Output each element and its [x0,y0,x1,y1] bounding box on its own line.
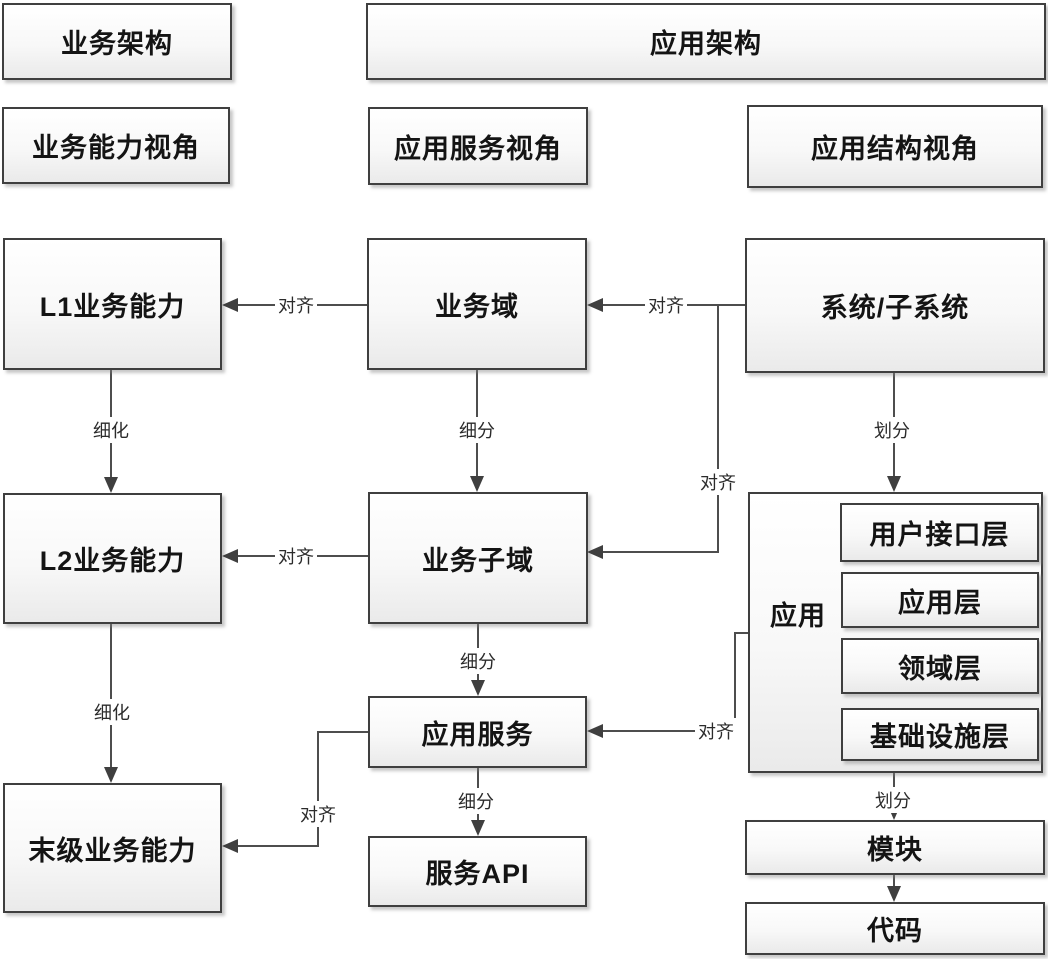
conn-service-to-api-arrowhead [471,820,485,836]
conn-domain-to-subdomain-arrowhead [470,476,484,492]
edge-label-align-subdomain-l2: 对齐 [275,543,317,569]
box-domain-layer: 领域层 [841,638,1039,694]
box-application-service-view: 应用服务视角 [368,107,588,185]
edge-label-subdivide-service-api: 细分 [455,788,497,814]
box-code: 代码 [745,902,1045,955]
box-business-domain: 业务域 [367,238,587,370]
box-business-capability-view: 业务能力视角 [2,107,230,184]
application-container-label: 应用 [770,601,826,631]
box-application-service: 应用服务 [368,696,587,768]
box-business-subdomain: 业务子域 [368,492,588,624]
conn-l2-to-leaf-arrowhead [104,767,118,783]
edge-label-align-domain-l1: 对齐 [275,292,317,318]
box-l2-business-capability: L2业务能力 [3,493,222,624]
conn-service-to-leaf-hline [238,845,318,847]
box-application-architecture-header: 应用架构 [366,3,1046,80]
edge-label-align-system-domain: 对齐 [645,292,687,318]
box-l1-business-capability: L1业务能力 [3,238,222,370]
edge-label-align-system-subdomain: 对齐 [697,469,739,495]
conn-system-to-subdomain-arrowhead [587,545,603,559]
conn-service-to-leaf-stub [318,731,368,733]
conn-service-to-leaf-arrowhead [222,839,238,853]
edge-label-refine-l2-leaf: 细化 [91,699,133,725]
edge-label-partition-system-application: 划分 [871,417,913,443]
box-user-interface-layer: 用户接口层 [840,503,1039,562]
box-module: 模块 [745,820,1045,875]
edge-label-partition-application-module: 划分 [872,787,914,813]
edge-label-subdivide-subdomain-service: 细分 [457,648,499,674]
edge-label-align-service-leaf: 对齐 [297,801,339,827]
box-infrastructure-layer: 基础设施层 [841,708,1039,761]
edge-label-subdivide-domain-subdomain: 细分 [456,417,498,443]
conn-application-to-service-arrowhead [587,724,603,738]
conn-module-to-code-arrowhead [887,886,901,902]
conn-application-to-service-stub [735,632,748,634]
conn-system-to-application-arrowhead [887,476,901,492]
conn-module-to-code-line [893,875,895,886]
conn-domain-to-l1-arrowhead [222,298,238,312]
box-leaf-business-capability: 末级业务能力 [3,783,222,913]
conn-subdomain-to-service-arrowhead [471,680,485,696]
conn-subdomain-to-l2-arrowhead [222,549,238,563]
edge-label-align-application-service: 对齐 [695,718,737,744]
conn-l1-to-l2-arrowhead [104,477,118,493]
conn-l2-to-leaf-line [110,624,112,768]
edge-label-refine-l1-l2: 细化 [90,417,132,443]
conn-application-to-service-hline [603,730,735,732]
conn-system-to-domain-arrowhead [587,298,603,312]
conn-service-to-leaf-vline [317,731,319,847]
box-application-container: 应用 用户接口层 应用层 领域层 基础设施层 [748,492,1043,773]
conn-system-to-subdomain-vline [717,305,719,552]
box-business-architecture-header: 业务架构 [2,3,232,80]
conn-system-to-subdomain-hline [603,551,719,553]
conn-application-to-service-vline [734,632,736,732]
box-application-layer: 应用层 [841,572,1039,628]
box-service-api: 服务API [368,836,587,907]
box-system-subsystem: 系统/子系统 [745,238,1045,373]
box-application-structure-view: 应用结构视角 [747,105,1043,188]
